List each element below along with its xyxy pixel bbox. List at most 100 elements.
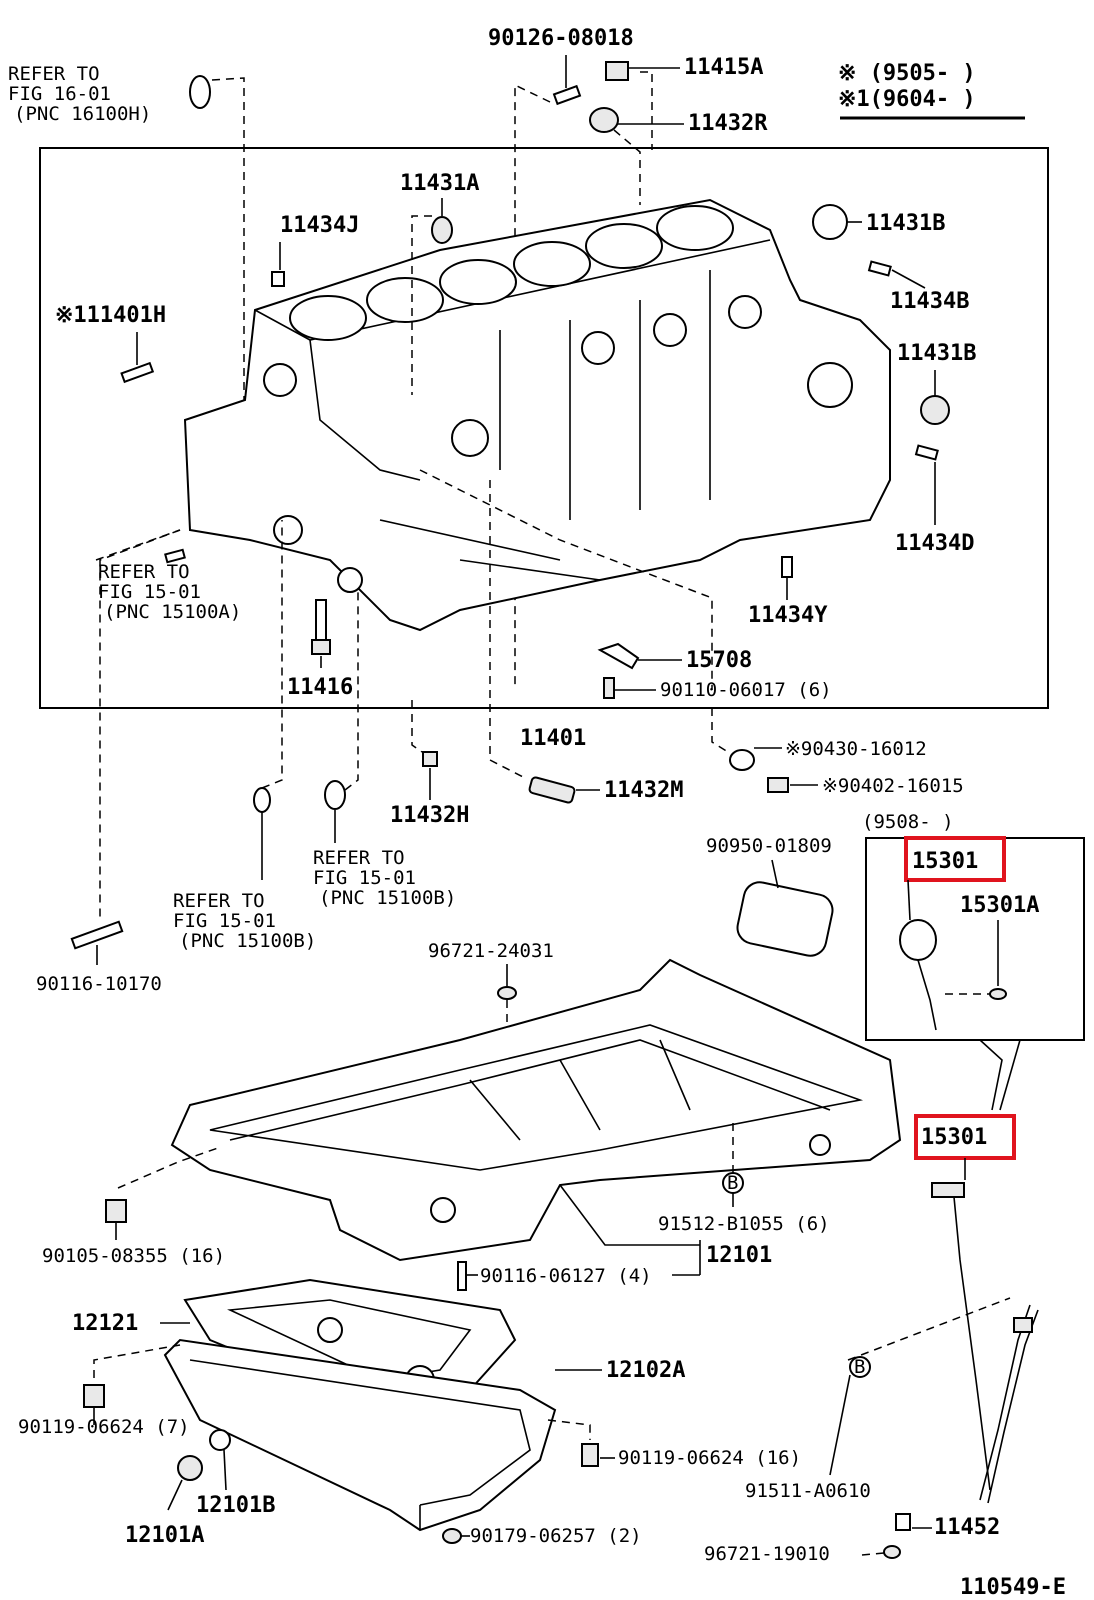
leader-dash [847, 1297, 1011, 1361]
part-11401: 11401 [520, 726, 586, 751]
leader-line [829, 1374, 851, 1476]
dowel-icon [164, 548, 186, 564]
stud-icon [311, 639, 331, 655]
leader-dash [419, 469, 713, 690]
valve-icon [528, 776, 576, 804]
bolt-icon [442, 1528, 462, 1544]
leader-dash [613, 129, 641, 205]
part-12102A: 12102A [606, 1358, 685, 1383]
bolt-icon [105, 1199, 127, 1223]
cap-icon [920, 395, 950, 425]
legend-line-2: ※1(9604- ) [838, 87, 976, 112]
part-15301-box: 15301 [912, 849, 978, 874]
gasket-icon [497, 986, 517, 1000]
part-12121: 12121 [72, 1311, 138, 1336]
leader-dash [211, 77, 245, 400]
part-90126-08018: 90126-08018 [488, 26, 634, 51]
part-90110-06017: 90110-06017 (6) [660, 679, 832, 701]
part-90950-01809: 90950-01809 [706, 835, 832, 857]
leader-line [979, 1039, 1003, 1111]
marker-b-label: B [727, 1172, 738, 1194]
ref-line: FIG 15-01 [313, 867, 416, 889]
oil-pan-lower-drawing [163, 1338, 557, 1532]
legend-line-1: ※ (9505- ) [838, 61, 976, 86]
bolt-icon [581, 1443, 599, 1467]
ref-line: FIG 15-01 [98, 581, 201, 603]
dipstick-guide-tube [979, 1304, 1031, 1501]
part-11434Y: 11434Y [748, 603, 828, 628]
part-15301: 15301 [921, 1125, 987, 1150]
leader-line [167, 1479, 183, 1511]
part-15708: 15708 [686, 648, 752, 673]
leader-line [999, 1039, 1021, 1111]
plug-icon [589, 107, 619, 133]
dowel-icon [271, 271, 285, 287]
drain-plug-icon [177, 1455, 203, 1481]
guide-end-icon [895, 1513, 911, 1531]
leader-line [559, 1184, 700, 1246]
ref-fig-16-01: REFER TO FIG 16-01 (PNC 16100H) [8, 63, 151, 125]
ref-line: (PNC 15100A) [104, 601, 241, 623]
leader-dash [411, 700, 423, 753]
ref-line: (PNC 15100B) [179, 930, 316, 952]
bolt-icon [767, 777, 789, 793]
part-11432M: 11432M [604, 778, 683, 803]
part-11434J: 11434J [280, 213, 359, 238]
cover-icon [736, 881, 834, 957]
stud-icon [70, 920, 124, 950]
leader-dash [344, 590, 359, 791]
leader-dash [640, 71, 653, 150]
pin-icon [552, 84, 582, 106]
dipstick-guide-tube [987, 1309, 1039, 1504]
cap-icon [431, 216, 453, 244]
ref-line: REFER TO [313, 847, 405, 869]
bolt-icon [83, 1384, 105, 1408]
stud-icon [457, 1261, 467, 1291]
ref-line: REFER TO [173, 890, 265, 912]
leader-dash [117, 1147, 219, 1189]
gasket-icon [729, 749, 755, 771]
leader-dash [489, 480, 526, 779]
dipstick-shaft [953, 1196, 991, 1491]
plug-icon [422, 751, 438, 767]
stud-icon [315, 599, 327, 645]
cap-icon [812, 204, 848, 240]
part-12101A: 12101A [125, 1523, 204, 1548]
ref-line: (PNC 15100B) [319, 887, 456, 909]
ref-fig-15-01-b-right: REFER TO FIG 15-01 (PNC 15100B) [313, 847, 456, 909]
part-11431B-mid: 11431B [897, 341, 976, 366]
cylinder-block-drawing [183, 198, 891, 632]
part-91511-A0610: 91511-A0610 [745, 1480, 871, 1502]
part-11434D: 11434D [895, 531, 974, 556]
marker-b-icon [849, 1356, 871, 1378]
ref-line: REFER TO [98, 561, 190, 583]
part-90402-16015: ※90402-16015 [822, 775, 964, 797]
marker-b-label: B [854, 1356, 865, 1378]
part-90105-08355: 90105-08355 (16) [42, 1245, 225, 1267]
part-90119-06624-left: 90119-06624 (7) [18, 1416, 190, 1438]
leader-dash [93, 1344, 181, 1378]
gasket-icon [209, 1429, 231, 1451]
part-11431A: 11431A [400, 171, 479, 196]
leader-line [223, 1449, 227, 1491]
leader-line [891, 269, 926, 289]
part-11432R: 11432R [688, 111, 768, 136]
leader-dash [261, 520, 283, 789]
part-91512-B1055: 91512-B1055 (6) [658, 1213, 830, 1235]
oil-pan-upper-drawing [170, 958, 902, 1262]
oring-icon [253, 787, 271, 813]
part-96721-24031: 96721-24031 [428, 940, 554, 962]
part-11434B: 11434B [890, 289, 969, 314]
bolt-icon [603, 677, 615, 699]
part-90116-10170: 90116-10170 [36, 973, 162, 995]
part-15301A: 15301A [960, 893, 1039, 918]
dipstick-handle-icon [931, 1182, 965, 1198]
leader-dash [861, 1552, 885, 1556]
oring-icon [324, 780, 346, 810]
part-11432H: 11432H [390, 803, 469, 828]
dowel-icon [867, 260, 892, 277]
leader-line [907, 879, 911, 921]
highlight-box [904, 836, 1006, 882]
part-90179-06257: 90179-06257 (2) [470, 1525, 642, 1547]
part-90116-06127: 90116-06127 (4) [480, 1265, 652, 1287]
